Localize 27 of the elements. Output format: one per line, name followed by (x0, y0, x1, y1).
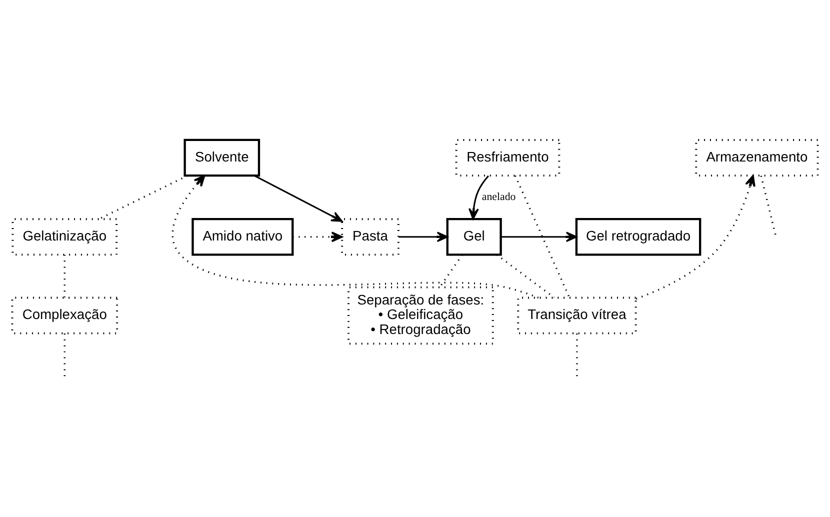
node-box: Solvente (184, 138, 260, 177)
node-box: Gel (446, 218, 502, 256)
arrow (636, 174, 756, 300)
node-box: Pasta (341, 218, 400, 256)
arrow (398, 232, 448, 242)
node-box: Transição vítrea (517, 296, 637, 334)
arrow (172, 174, 539, 298)
node-box: Gelatinização (12, 218, 118, 256)
arrow (254, 174, 343, 222)
arrow (468, 175, 490, 220)
connector (514, 175, 570, 298)
connector (760, 176, 777, 236)
connector (98, 174, 188, 220)
node-box: Resfriamento (455, 138, 560, 177)
arrow (292, 232, 343, 242)
node-box: Complexação (11, 296, 118, 334)
arrow (501, 232, 578, 242)
connector (496, 254, 555, 298)
edge-label: anelado (482, 191, 516, 204)
node-box: Armazenamento (695, 138, 819, 177)
node-box: Gel retrogradado (575, 218, 702, 256)
connector (576, 333, 578, 376)
node-box: Amido nativo (192, 218, 294, 256)
connector (64, 254, 66, 298)
connector (438, 254, 463, 288)
node-box: Separação de fases: • Geleificação • Retrogradação (348, 286, 494, 345)
connector (64, 333, 66, 376)
